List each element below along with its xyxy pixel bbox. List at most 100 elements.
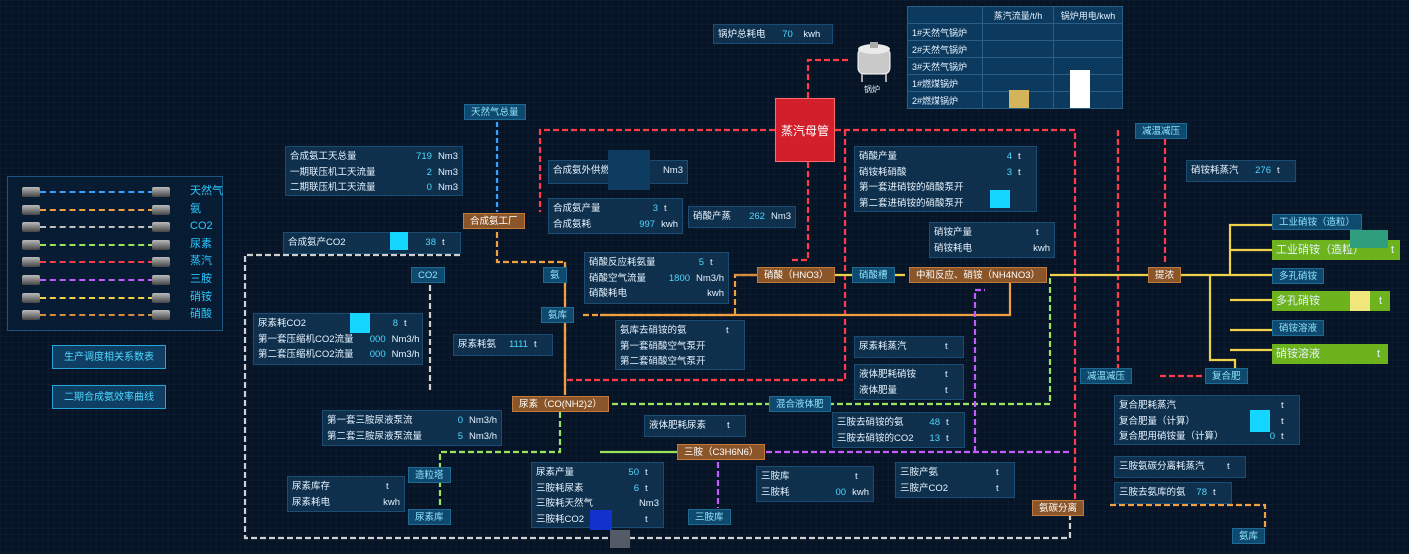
ammonia-efficiency-button[interactable]: 二期合成氨效率曲线 [52, 385, 166, 409]
metric-unit: Nm3 [638, 498, 659, 509]
label-industrial-granule[interactable]: 工业硝铵（造粒） [1272, 214, 1363, 230]
metric-label: 硝铵耗蒸汽 [1191, 165, 1239, 176]
product-industrial-unit: t [1390, 244, 1394, 256]
metric-unit: Nm3 [437, 166, 458, 178]
label-ammonia-plant[interactable]: 合成氨工厂 [463, 213, 525, 229]
metric-label: 三胺产氨 [900, 467, 939, 478]
label-melamine-store[interactable]: 三胺库 [688, 509, 731, 525]
metric-label: 三胺耗尿素 [536, 482, 584, 494]
metric-unit: t [996, 467, 999, 478]
label-ammonia-tank[interactable]: 氨库 [541, 307, 575, 323]
legend-line [40, 261, 154, 264]
label-concentration[interactable]: 提浓 [1148, 267, 1182, 283]
metric-unit: t [1281, 400, 1284, 411]
label-ammonia-store[interactable]: 氨库 [1232, 528, 1266, 544]
boiler-col-steam: 蒸汽流量/t/h [982, 6, 1054, 24]
metric-label: 硝酸产蒸 [693, 211, 732, 222]
legend-label: 蒸汽 [190, 255, 212, 268]
metric-unit: t [1227, 461, 1230, 472]
label-ammonia-separation[interactable]: 氨碳分离 [1032, 500, 1085, 516]
label-compound-fertilizer[interactable]: 复合肥 [1205, 368, 1248, 384]
metric-row: 复合肥量（计算）t [1119, 414, 1295, 430]
value-swatch [590, 510, 612, 530]
metric-row: 第二套硝酸空气泵开 [620, 354, 740, 370]
metric-label: 复合肥耗蒸汽 [1119, 400, 1177, 411]
metric-unit: t [996, 482, 999, 494]
pipe-end-icon [22, 187, 40, 197]
label-nitric-acid[interactable]: 硝酸（HNO3） [757, 267, 836, 283]
metric-unit: Nm3/h [391, 333, 420, 345]
pipe-end-icon [152, 222, 170, 233]
metric-value: 50 [628, 467, 639, 478]
metric-unit: t [727, 420, 730, 431]
label-nitric-tank[interactable]: 硝酸槽 [852, 267, 895, 283]
metric-unit: t [1281, 415, 1284, 427]
label-mixed-liquid[interactable]: 混合液体肥 [769, 396, 831, 412]
metric-unit: t [645, 513, 648, 525]
label-urea-store[interactable]: 尿素库 [408, 509, 451, 525]
metric-value: 5 [457, 430, 464, 442]
metric-unit: t [1213, 487, 1216, 498]
label-reduce-pressure-top[interactable]: 减温减压 [1135, 123, 1188, 139]
metric-unit: kwh [1033, 242, 1050, 254]
metric-label: 液体肥耗尿素 [649, 420, 707, 431]
metric-value: 719 [416, 151, 432, 162]
label-porous[interactable]: 多孔硝铵 [1272, 268, 1325, 284]
product-swatch [1350, 291, 1370, 311]
metric-row: 第一套硝酸空气泵开 [620, 339, 740, 355]
legend-line [40, 279, 154, 281]
metric-value: 3 [652, 203, 658, 214]
legend-label: 氨 [190, 202, 201, 215]
steam-main-header[interactable]: 蒸汽母管 [775, 98, 835, 162]
boiler-icon [852, 40, 896, 84]
production-correlation-button[interactable]: 生产调度相关系数表 [52, 345, 166, 369]
pipe-end-icon [152, 310, 170, 321]
pipe-end-icon [22, 310, 40, 321]
label-gas-total[interactable]: 天然气总量 [464, 104, 526, 120]
label-reduce-pressure-bottom[interactable]: 减温减压 [1080, 368, 1133, 384]
metric-unit: t [726, 325, 729, 336]
pipe-end-icon [152, 257, 170, 268]
label-solution[interactable]: 硝铵溶液 [1272, 320, 1325, 336]
metric-unit: t [710, 257, 713, 268]
metric-unit: Nm3 [437, 151, 458, 162]
legend-line [40, 208, 154, 211]
metric-label: 硝铵产量 [934, 227, 973, 238]
metric-unit: t [855, 471, 858, 482]
label-urea[interactable]: 尿素（CO(NH2)2） [512, 396, 609, 412]
metric-unit: t [442, 237, 445, 248]
pipe-end-icon [152, 292, 170, 303]
metric-label: 硝铵耗硝酸 [859, 166, 907, 178]
metric-unit: t [946, 417, 949, 428]
metric-unit: Nm3/h [391, 349, 420, 360]
label-melamine[interactable]: 三胺（C3H6N6） [677, 444, 766, 460]
boiler-swatch [1009, 90, 1029, 108]
metric-value: 262 [749, 211, 765, 222]
value-swatch [1250, 410, 1270, 432]
label-ammonia[interactable]: 氨 [543, 267, 567, 283]
label-neutralization[interactable]: 中和反应、硝铵（NH4NO3） [909, 267, 1048, 283]
label-co2[interactable]: CO2 [411, 267, 445, 283]
label-prilling-tower[interactable]: 造粒塔 [408, 467, 451, 483]
pipe-end-icon [22, 292, 40, 303]
pipe-end-icon [22, 239, 40, 250]
product-porous-label: 多孔硝铵 [1276, 295, 1320, 307]
metric-label: 尿素产量 [536, 467, 575, 478]
